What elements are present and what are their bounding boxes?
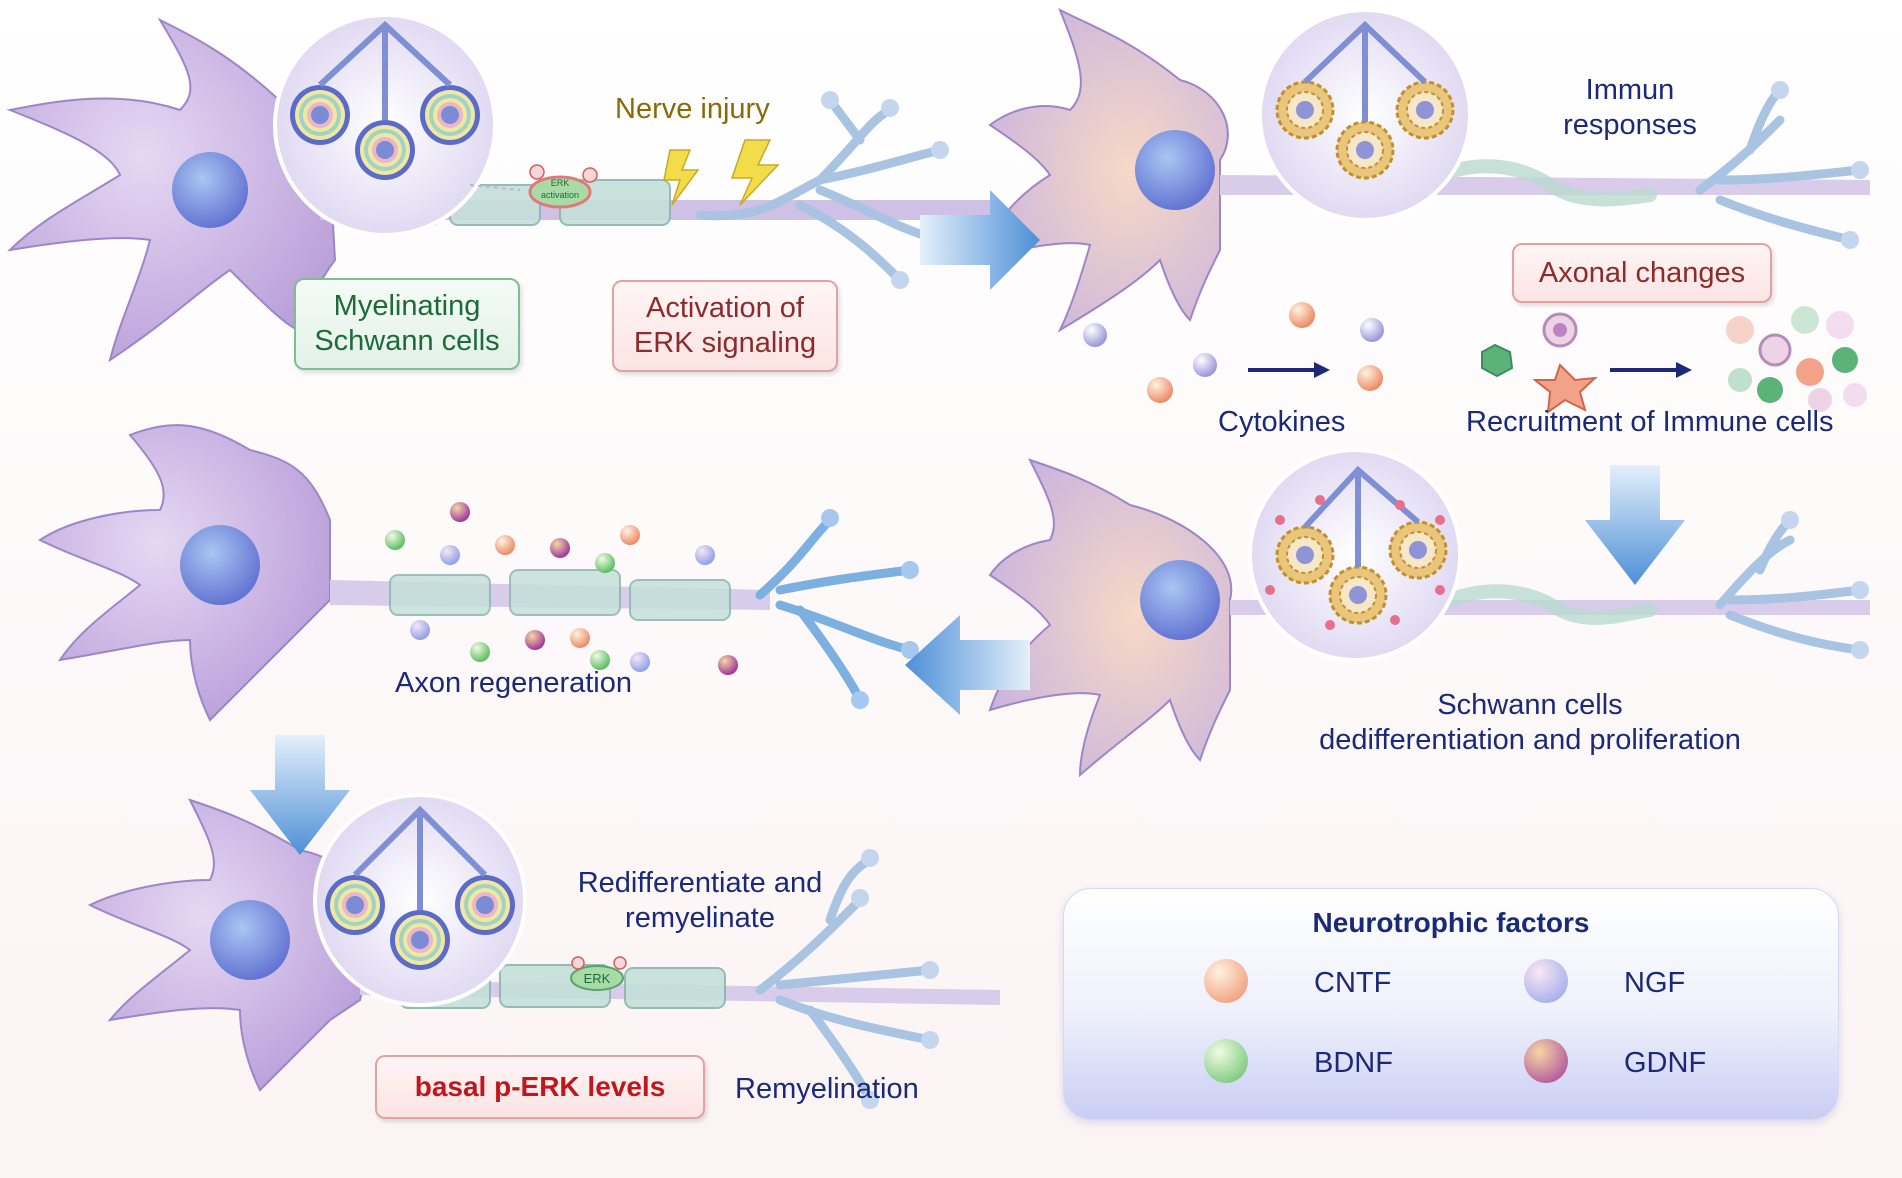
svg-text:activation: activation	[541, 190, 579, 200]
axonal-changes-box: Axonal changes	[1512, 243, 1772, 303]
legend-swatch-ngf	[1524, 959, 1568, 1003]
schwann-dediff-label: Schwann cells dedifferentiation and prol…	[1290, 688, 1770, 758]
myelinating-line-1: Myelinating	[333, 290, 481, 323]
legend-swatch-cntf	[1204, 959, 1248, 1003]
legend-label-bdnf: BDNF	[1314, 1047, 1393, 1079]
myelinating-schwann-box: Myelinating Schwann cells	[294, 278, 520, 370]
arrow-down-1	[1585, 465, 1685, 585]
arrow-left-1	[905, 615, 1030, 715]
immun-responses-label: Immun responses	[1540, 73, 1720, 143]
activation-erk-line-1: Activation of	[646, 292, 804, 325]
legend-swatch-gdnf	[1524, 1039, 1568, 1083]
legend-label-cntf: CNTF	[1314, 967, 1392, 999]
axonal-changes-text: Axonal changes	[1538, 256, 1746, 289]
schwann-dediff-line-1: Schwann cells	[1437, 689, 1623, 721]
activation-erk-line-2: ERK signaling	[633, 327, 817, 359]
legend-label-gdnf: GDNF	[1624, 1047, 1707, 1079]
neuron-panel-5: ERK	[87, 793, 1000, 1109]
redifferentiate-line-2: remyelinate	[625, 901, 775, 934]
legend-label-ngf: NGF	[1624, 967, 1686, 999]
axon-regeneration-label: Axon regeneration	[395, 667, 632, 699]
nerve-injury-label: Nerve injury	[615, 93, 770, 125]
neuron-panel-4	[988, 448, 1870, 778]
recruitment-label: Recruitment of Immune cells	[1466, 406, 1834, 438]
schwann-dediff-line-2: dedifferentiation and proliferation	[1319, 723, 1741, 756]
arrow-right-1	[920, 190, 1040, 290]
redifferentiate-label: Redifferentiate and remyelinate	[560, 866, 840, 936]
svg-text:ERK: ERK	[551, 178, 570, 188]
legend-title: Neurotrophic factors	[1312, 907, 1590, 938]
neuron-panel-3	[38, 424, 919, 722]
immun-responses-line-2: responses	[1563, 108, 1697, 141]
basal-perk-box: basal p-ERK levels	[375, 1055, 705, 1119]
svg-text:ERK: ERK	[584, 971, 611, 986]
remyelination-label: Remyelination	[735, 1073, 919, 1105]
neuron-panel-2	[978, 7, 1870, 415]
immun-responses-line-1: Immun	[1585, 74, 1675, 106]
arrow-down-2	[250, 735, 350, 855]
activation-erk-box: Activation of ERK signaling	[612, 280, 838, 372]
redifferentiate-line-1: Redifferentiate and	[577, 867, 823, 899]
neurotrophic-legend: Neurotrophic factors CNTF NGF BDNF GDNF	[1063, 888, 1839, 1120]
cytokines-label: Cytokines	[1218, 406, 1346, 438]
legend-swatch-bdnf	[1204, 1039, 1248, 1083]
basal-perk-text: basal p-ERK levels	[414, 1071, 666, 1103]
myelinating-line-2: Schwann cells	[314, 325, 500, 357]
